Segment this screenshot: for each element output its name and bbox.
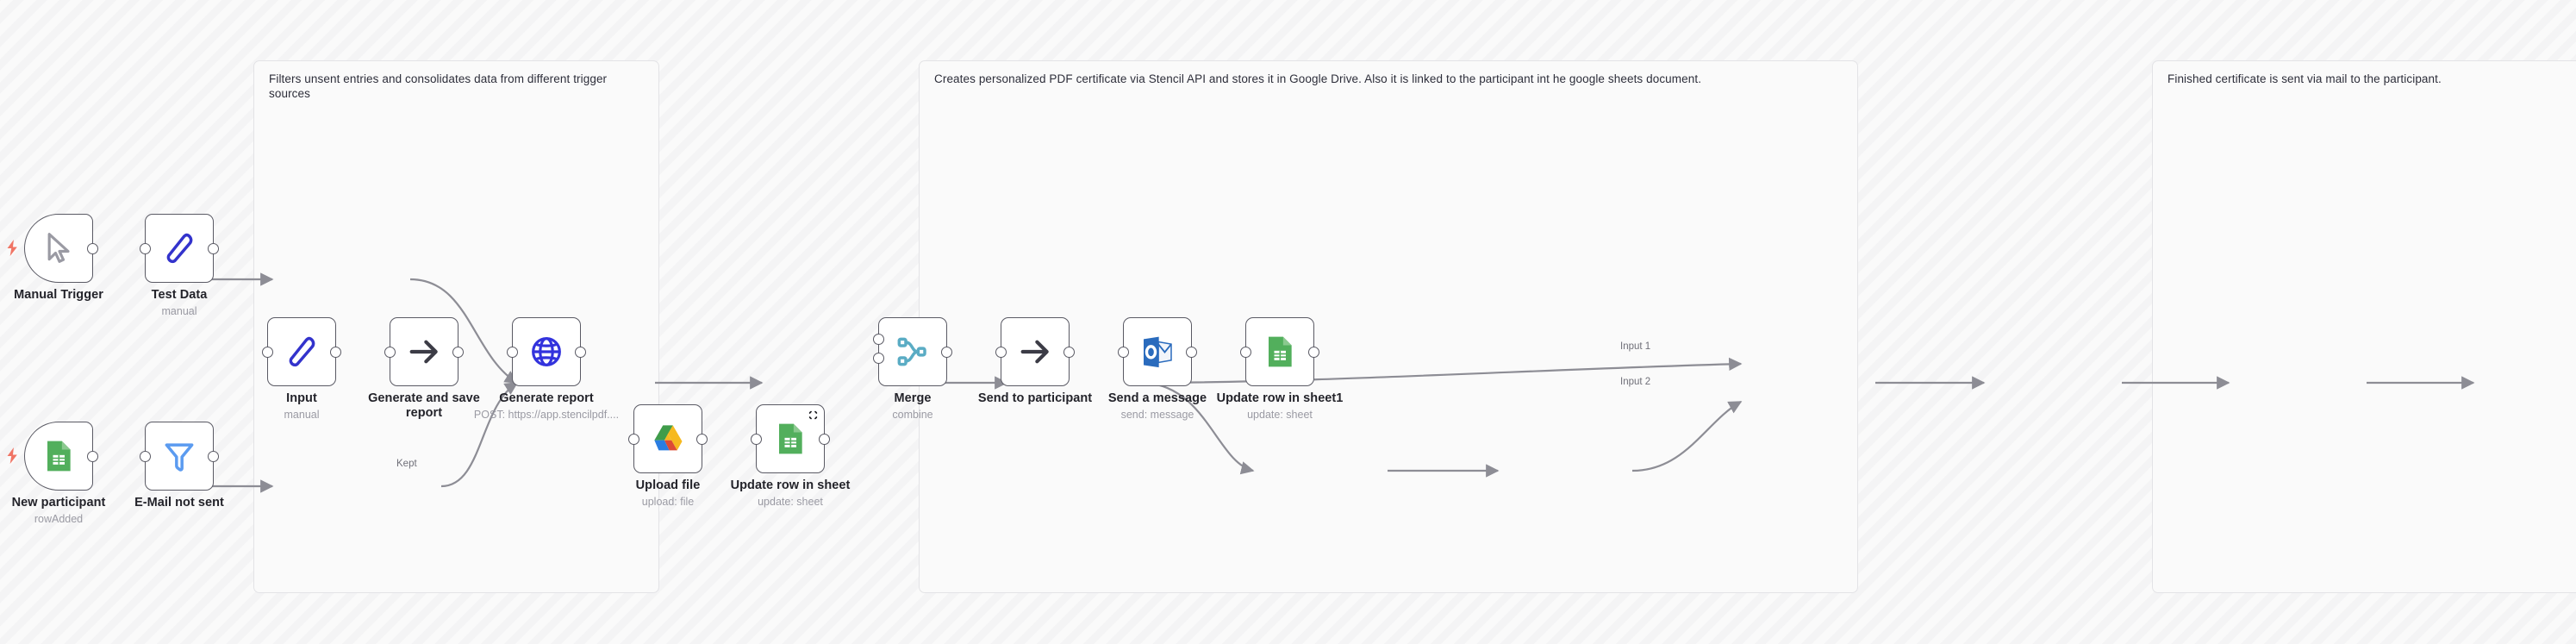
node-generate-and-save-report[interactable] bbox=[384, 317, 464, 386]
node-subtitle-test-data: manual bbox=[161, 305, 197, 317]
output-port-kept[interactable] bbox=[208, 450, 219, 462]
node-label-input: Input bbox=[286, 391, 317, 405]
node-subtitle-generate-report: POST: https://app.stencilpdf.... bbox=[473, 409, 620, 421]
node-label-update-row-in-sheet: Update row in sheet bbox=[730, 478, 851, 492]
node-merge[interactable] bbox=[873, 317, 952, 386]
node-manual-trigger[interactable] bbox=[7, 214, 98, 283]
edge-label-kept: Kept bbox=[396, 459, 417, 469]
node-new-participant[interactable] bbox=[7, 422, 98, 491]
sticky-note-certificate[interactable] bbox=[919, 60, 1858, 593]
trigger-bolt-icon bbox=[7, 447, 17, 464]
edge-label-input-2: Input 2 bbox=[1620, 377, 1651, 387]
input-port-2[interactable] bbox=[873, 352, 884, 364]
node-label-manual-trigger: Manual Trigger bbox=[14, 288, 103, 302]
output-port[interactable] bbox=[452, 346, 464, 358]
sticky-note-finished[interactable] bbox=[2152, 60, 2576, 593]
node-send-a-message[interactable] bbox=[1118, 317, 1197, 386]
input-port[interactable] bbox=[140, 450, 151, 462]
input-port[interactable] bbox=[995, 346, 1007, 358]
input-port[interactable] bbox=[628, 433, 639, 445]
node-label-update-row-in-sheet1: Update row in sheet1 bbox=[1216, 391, 1344, 405]
arrow-right-icon bbox=[1020, 340, 1049, 364]
node-subtitle-input: manual bbox=[284, 409, 320, 421]
output-port[interactable] bbox=[87, 450, 98, 462]
node-update-row-in-sheet1[interactable] bbox=[1240, 317, 1319, 386]
node-subtitle-update-row-in-sheet: update: sheet bbox=[758, 496, 823, 508]
node-subtitle-send-a-message: send: message bbox=[1120, 409, 1194, 421]
node-label-generate-report: Generate report bbox=[499, 391, 594, 405]
node-label-merge: Merge bbox=[894, 391, 932, 405]
edit-pencil-icon bbox=[166, 233, 193, 264]
node-subtitle-upload-file: upload: file bbox=[641, 496, 695, 508]
input-port[interactable] bbox=[507, 346, 518, 358]
node-label-test-data: Test Data bbox=[151, 288, 208, 302]
output-port[interactable] bbox=[941, 346, 952, 358]
output-port[interactable] bbox=[696, 433, 708, 445]
input-port[interactable] bbox=[751, 433, 762, 445]
node-label-email-not-sent: E-Mail not sent bbox=[134, 496, 224, 510]
sticky-note-finished-text: Finished certificate is sent via mail to… bbox=[2167, 72, 2442, 85]
output-port[interactable] bbox=[819, 433, 830, 445]
input-port[interactable] bbox=[140, 242, 151, 254]
cursor-pointer-icon bbox=[47, 233, 70, 263]
arrow-right-icon bbox=[409, 340, 438, 364]
google-sheets-icon bbox=[47, 441, 71, 472]
node-subtitle-new-participant: rowAdded bbox=[34, 513, 84, 525]
edit-pencil-icon bbox=[289, 336, 315, 367]
merge-icon bbox=[897, 337, 926, 366]
input-port[interactable] bbox=[262, 346, 273, 358]
sticky-note-filters-text: Filters unsent entries and consolidates … bbox=[269, 72, 611, 100]
output-port[interactable] bbox=[1308, 346, 1319, 358]
globe-icon bbox=[532, 337, 561, 366]
trigger-bolt-icon bbox=[7, 240, 17, 256]
google-drive-icon bbox=[654, 425, 683, 451]
node-label-send-a-message: Send a message bbox=[1107, 391, 1207, 405]
output-port[interactable] bbox=[208, 242, 219, 254]
output-port[interactable] bbox=[1186, 346, 1197, 358]
node-generate-report[interactable] bbox=[507, 317, 586, 386]
output-port[interactable] bbox=[1063, 346, 1075, 358]
output-port[interactable] bbox=[330, 346, 341, 358]
node-label-generate-and-save-report: Generate and save report bbox=[368, 391, 480, 420]
node-subtitle-update-row-in-sheet1: update: sheet bbox=[1247, 409, 1313, 421]
node-email-not-sent[interactable] bbox=[140, 422, 219, 491]
node-label-upload-file: Upload file bbox=[635, 478, 701, 492]
node-update-row-in-sheet[interactable] bbox=[751, 404, 830, 473]
filter-funnel-icon bbox=[165, 443, 194, 472]
input-port[interactable] bbox=[1118, 346, 1129, 358]
node-upload-file[interactable] bbox=[628, 404, 708, 473]
input-port[interactable] bbox=[1240, 346, 1251, 358]
pinned-data-icon bbox=[808, 410, 818, 420]
edge-label-input-1: Input 1 bbox=[1620, 341, 1651, 352]
node-test-data[interactable] bbox=[140, 214, 219, 283]
node-subtitle-merge: combine bbox=[892, 409, 933, 421]
node-label-new-participant: New participant bbox=[11, 496, 106, 510]
node-input[interactable] bbox=[262, 317, 341, 386]
node-send-to-participant[interactable] bbox=[995, 317, 1075, 386]
input-port[interactable] bbox=[384, 346, 396, 358]
outlook-icon bbox=[1144, 336, 1172, 368]
google-sheets-icon bbox=[779, 423, 802, 454]
google-sheets-icon bbox=[1269, 336, 1292, 367]
output-port[interactable] bbox=[87, 242, 98, 254]
output-port[interactable] bbox=[575, 346, 586, 358]
sticky-note-certificate-text: Creates personalized PDF certificate via… bbox=[934, 72, 1702, 85]
input-port-1[interactable] bbox=[873, 334, 884, 346]
node-label-send-to-participant: Send to participant bbox=[977, 391, 1093, 405]
